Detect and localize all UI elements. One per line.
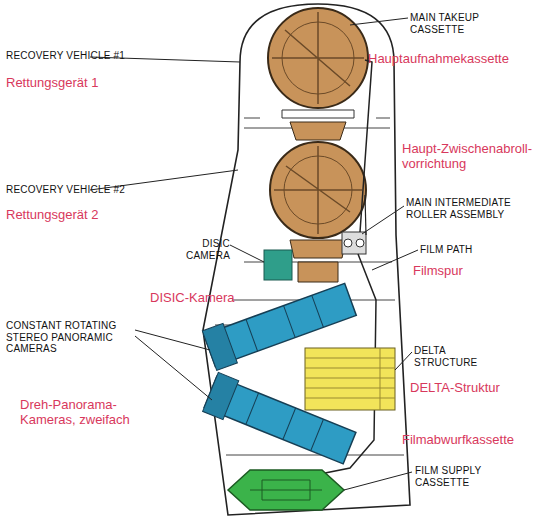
part-label: CONSTANT ROTATING STEREO PANORAMIC CAMER… <box>6 320 138 355</box>
part-label: MAIN TAKEUP CASSETTE <box>410 12 505 35</box>
part-label: FILM SUPPLY CASSETTE <box>415 465 505 488</box>
translation-label: Rettungsgerät 2 <box>6 208 146 223</box>
translation-label: DISIC-Kamera <box>150 291 270 306</box>
translation-label: DELTA-Struktur <box>410 381 540 396</box>
part-label: FILM PATH <box>420 244 520 256</box>
translation-label: Haupt-Zwischenabroll- vorrichtung <box>402 142 552 172</box>
translation-label: Filmabwurfkassette <box>402 433 552 448</box>
part-label: DISIC CAMERA <box>168 238 230 261</box>
part-label: RECOVERY VEHICLE #2 <box>6 184 146 196</box>
translation-label: Filmspur <box>413 264 533 279</box>
translation-label: Dreh-Panorama- Kameras, zweifach <box>20 398 160 428</box>
translation-label: Hauptaufnahmekassette <box>368 52 538 67</box>
part-label: DELTA STRUCTURE <box>414 345 504 368</box>
part-label: MAIN INTERMEDIATE ROLLER ASSEMBLY <box>406 197 546 220</box>
translation-label: Rettungsgerät 1 <box>6 76 146 91</box>
part-label: RECOVERY VEHICLE #1 <box>6 50 146 62</box>
